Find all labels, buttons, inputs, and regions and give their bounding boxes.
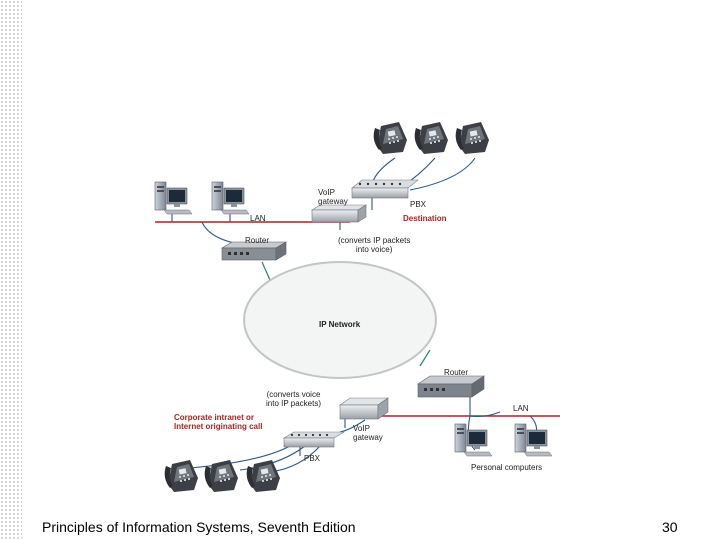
router-top-icon xyxy=(220,241,288,261)
router-bottom-icon xyxy=(417,375,485,398)
personal-computers-label: Personal computers xyxy=(471,463,543,472)
phone-icon xyxy=(164,460,198,492)
converts-voice-to-ip-label: (converts voice into IP packets) xyxy=(266,390,321,408)
pbx-bottom-icon xyxy=(282,431,346,448)
phone-icon xyxy=(455,122,489,154)
pbx-top-label: PBX xyxy=(410,200,427,209)
voip-gateway-bottom-label: VoIP gateway xyxy=(353,424,383,442)
lan-top-label: LAN xyxy=(250,214,266,223)
pbx-bottom-label: PBX xyxy=(304,454,321,463)
ip-network-cloud xyxy=(243,261,437,379)
phone-icon xyxy=(414,122,448,154)
phone-icon xyxy=(204,460,238,492)
router-link-top xyxy=(261,261,271,281)
computer-icon xyxy=(454,423,493,457)
destination-label: Destination xyxy=(403,214,447,223)
ip-network-label: IP Network xyxy=(319,320,361,329)
lan-bottom-label: LAN xyxy=(513,404,529,413)
voip-gateway-top-label: VoIP gateway xyxy=(318,188,348,206)
computer-icon xyxy=(211,181,250,215)
voip-gateway-bottom-icon xyxy=(339,397,389,420)
router-bottom-label: Router xyxy=(444,368,469,377)
computer-icon xyxy=(154,181,193,215)
router-top-label: Router xyxy=(245,236,270,245)
dotted-border xyxy=(0,0,22,540)
page-number: 30 xyxy=(662,519,678,535)
footer-title: Principles of Information Systems, Seven… xyxy=(42,519,356,535)
corporate-intranet-label: Corporate intranet or Internet originati… xyxy=(174,413,263,431)
converts-ip-to-voice-label: (converts IP packets into voice) xyxy=(338,236,411,254)
pbx-top-icon xyxy=(351,179,419,199)
router-link-bottom xyxy=(419,349,431,367)
phone-icon xyxy=(246,460,280,492)
computer-icon xyxy=(514,423,553,457)
voip-gateway-top-icon xyxy=(310,204,368,223)
phone-icon xyxy=(373,122,407,154)
